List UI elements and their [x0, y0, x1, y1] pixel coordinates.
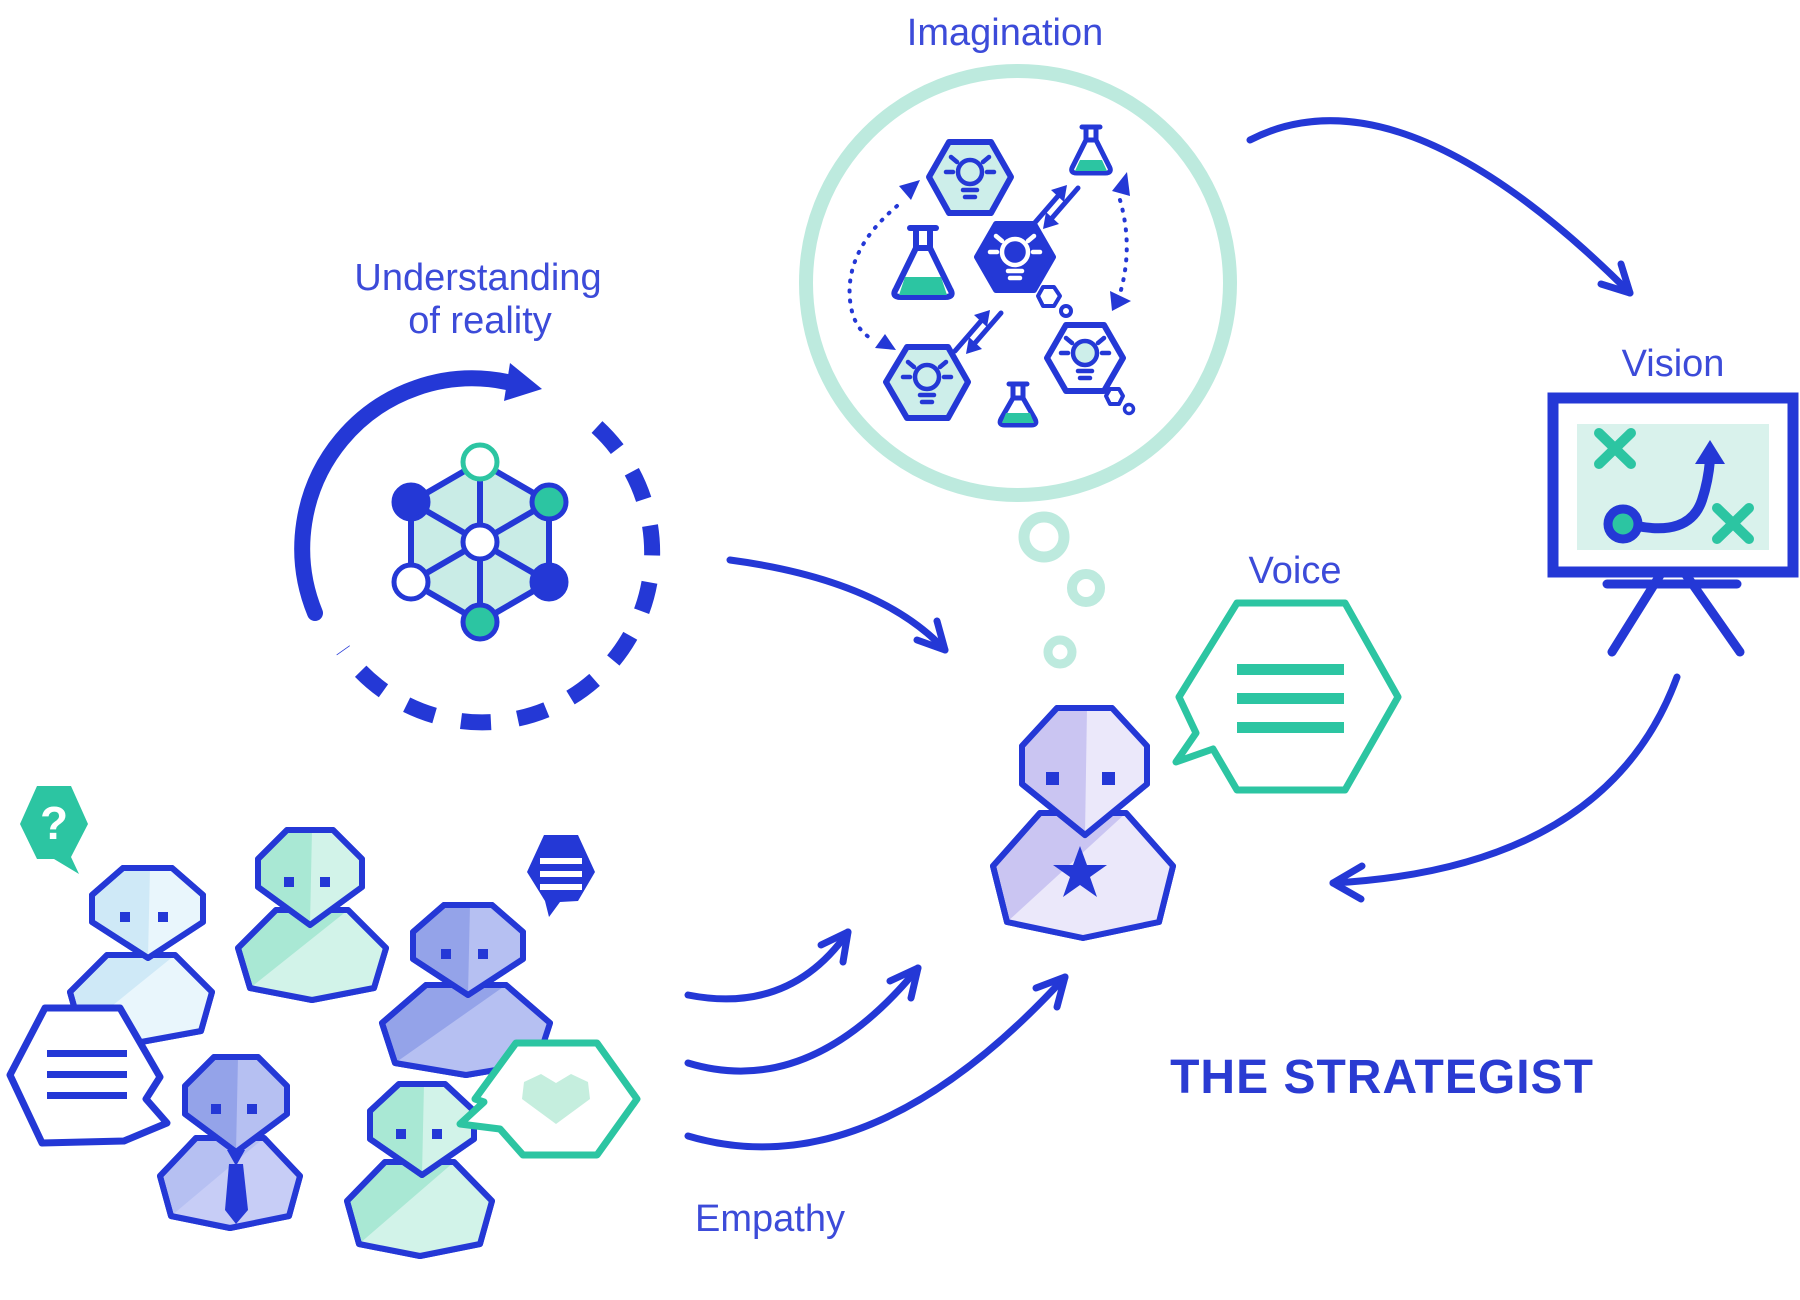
understanding-label-line1: Understanding: [354, 257, 601, 299]
molecule-hexagon-icon: [1036, 285, 1062, 308]
idea-hexagon-blue: [974, 221, 1073, 318]
person-mint: [235, 827, 389, 1003]
cycle-dashed-arc: [336, 421, 661, 731]
flask-icon: [997, 381, 1039, 428]
network-node: [529, 562, 569, 602]
chat-bubble-blue: [527, 835, 595, 917]
svg-text:?: ?: [40, 797, 68, 849]
lightbulb-icon: [943, 154, 997, 200]
chat-lines: [47, 1050, 127, 1099]
voice-text-lines: [1237, 664, 1344, 733]
molecule-hexagon-icon: [1104, 387, 1125, 406]
exchange-arrows-icon: [952, 310, 1004, 354]
thought-dots: [1018, 511, 1105, 669]
arrow-understanding-to-strategist: [726, 556, 949, 654]
eye: [432, 1129, 442, 1139]
heart-icon: [522, 1074, 590, 1124]
strategy-start-dot: [1603, 504, 1643, 544]
easel: [1602, 567, 1745, 657]
x-mark-icon: [1712, 503, 1754, 544]
idea-hexagon-icon: [883, 344, 971, 421]
strategy-arrowhead: [1695, 440, 1725, 464]
network-node: [460, 522, 500, 562]
eye: [478, 949, 488, 959]
eye: [158, 912, 168, 922]
flask-icon: [1069, 124, 1113, 176]
strategy-board-icon: [1547, 392, 1799, 578]
page-title: THE STRATEGIST: [1170, 1051, 1594, 1104]
lightbulb-icon: [1058, 335, 1112, 381]
eye: [1102, 772, 1115, 785]
strategist-figure: [990, 705, 1176, 941]
flask-icon: [891, 225, 955, 300]
voice-section: Voice: [1172, 550, 1402, 794]
eye: [284, 877, 294, 887]
eye: [211, 1104, 221, 1114]
arrow-vision-to-strategist: [1329, 673, 1681, 903]
people-group: ?: [6, 786, 641, 1259]
cycle-solid-arrowhead: [504, 363, 542, 401]
person-tie: [157, 1054, 303, 1231]
strategy-path: [1632, 455, 1715, 534]
idea-hexagon-icon: [926, 139, 1014, 216]
question-bubble: ?: [20, 786, 88, 874]
eye: [247, 1104, 257, 1114]
imagination-section: Imagination: [799, 12, 1237, 669]
chat-lines: [540, 858, 582, 890]
tie-icon: [225, 1150, 248, 1224]
understanding-label-line2: of reality: [408, 300, 552, 342]
arrow-imagination-to-vision: [1246, 117, 1634, 297]
arrow-empathy-3: [684, 973, 1069, 1151]
eye: [120, 912, 130, 922]
idea-hexagon-outline: [1044, 322, 1136, 416]
imagination-bubble-circle: [799, 64, 1237, 502]
eye: [396, 1129, 406, 1139]
molecule-dot-icon: [1122, 402, 1136, 416]
lightbulb-icon: [987, 233, 1043, 281]
strategist-body: [990, 810, 1176, 941]
x-mark-icon: [1594, 428, 1636, 469]
exchange-arrows-icon: [1029, 185, 1081, 229]
chat-bubble-white: [6, 1004, 171, 1147]
heart-bubble: [456, 1039, 641, 1159]
understanding-section: Understanding of reality: [294, 257, 661, 731]
arrow-empathy-1: [684, 928, 852, 1003]
voice-label: Voice: [1249, 550, 1342, 592]
network-node: [391, 562, 431, 602]
network-node: [460, 442, 500, 482]
arrow-empathy-2: [684, 964, 922, 1075]
dotted-cycle-arrow-icon: [1110, 172, 1131, 311]
network-node: [529, 482, 569, 522]
empathy-label: Empathy: [695, 1198, 845, 1240]
vision-label: Vision: [1622, 343, 1725, 385]
imagination-label: Imagination: [907, 12, 1103, 54]
network-node: [391, 482, 431, 522]
molecule-dot-icon: [1059, 304, 1073, 318]
strategist-head: [1019, 705, 1150, 838]
lightbulb-icon: [900, 359, 954, 405]
knowledge-network-icon: [391, 442, 569, 642]
network-node: [460, 602, 500, 642]
dotted-cycle-arrow-icon: [847, 180, 920, 350]
vision-section: Vision: [1547, 343, 1799, 657]
person-mint-2: [344, 1081, 495, 1259]
eye: [441, 949, 451, 959]
star-icon: [1053, 846, 1107, 897]
cycle-solid-arrow: [294, 370, 515, 621]
eye: [320, 877, 330, 887]
eye: [1046, 772, 1059, 785]
